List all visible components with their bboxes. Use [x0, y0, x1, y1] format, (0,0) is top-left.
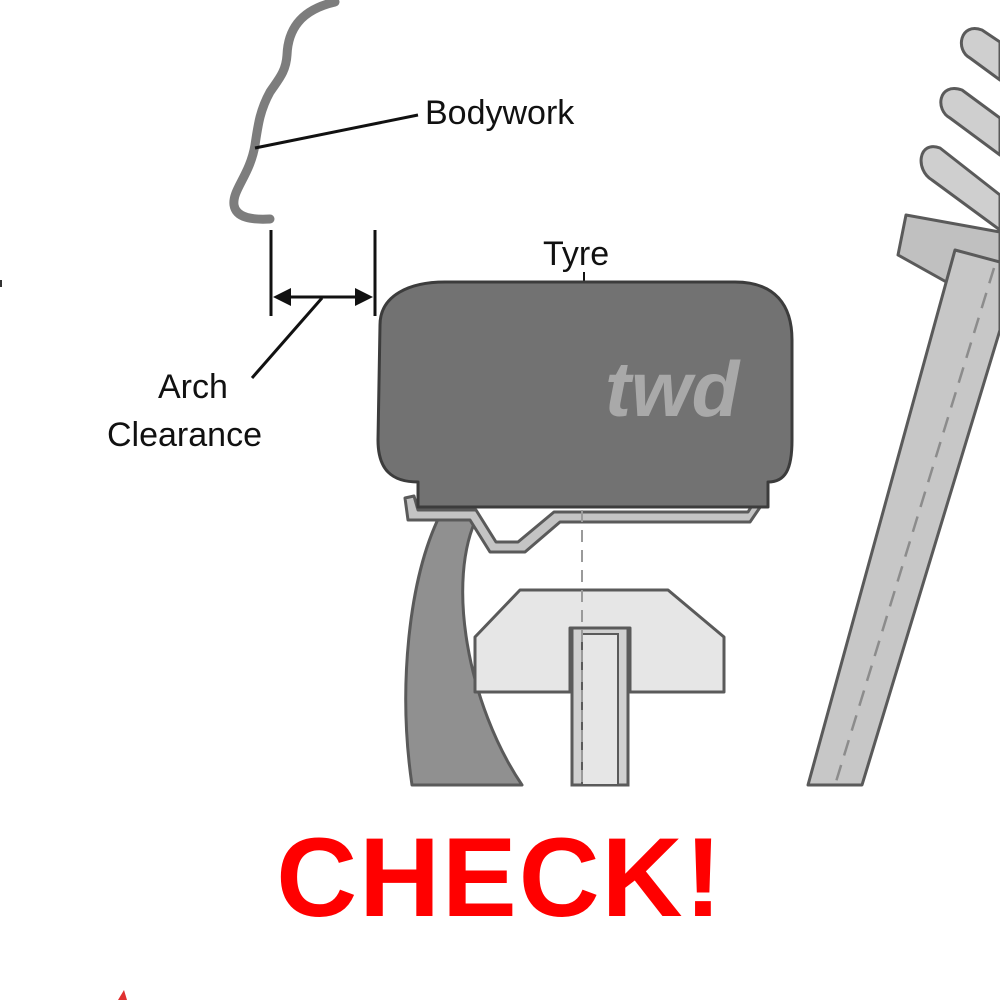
- arch-clearance-label-line2: Clearance: [107, 416, 262, 454]
- suspension-arm: [404, 513, 524, 787]
- coil-spring-loop-3: [919, 145, 1000, 232]
- dimension-arrowhead-right: [355, 288, 373, 306]
- arch-clearance-leader-line: [250, 297, 324, 379]
- edge-mark-bottom: [118, 990, 127, 1000]
- arch-clearance-label-line1: Arch: [158, 368, 228, 406]
- coil-spring-loop-2: [939, 87, 1000, 157]
- bodywork-outline: [229, 0, 340, 224]
- hub-shaft-inner: [581, 633, 619, 786]
- dimension-arrowhead-left: [273, 288, 291, 306]
- tyre-label: Tyre: [543, 235, 609, 273]
- hub-shaft: [570, 626, 630, 787]
- twd-watermark: twd: [605, 345, 741, 433]
- bodywork-leader-line: [254, 113, 419, 150]
- edge-mark-left: [0, 280, 2, 287]
- bodywork-label: Bodywork: [425, 94, 575, 132]
- strut-center-line: [833, 267, 996, 786]
- suspension-strut: [806, 27, 1000, 787]
- check-headline: CHECK!: [276, 815, 724, 940]
- strut-body: [806, 248, 1000, 787]
- hub-block: [473, 588, 726, 694]
- arch-clearance-dimension: [250, 230, 377, 379]
- coil-spring-loop-1: [960, 27, 1000, 82]
- tyre-body: [376, 280, 794, 509]
